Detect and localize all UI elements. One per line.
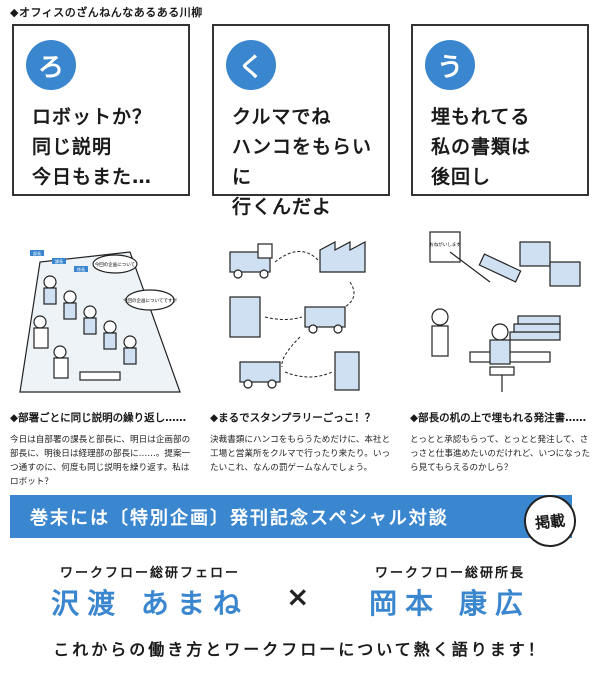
role-label: 課長 <box>55 258 63 264</box>
senryu-lines: クルマでね ハンコをもらいに 行くんだよ <box>232 102 388 222</box>
senryu-line: クルマでね <box>232 106 332 128</box>
illustration-repeated-explanation: 今回の企画について 今回の企画についてですが 部長 課長 係長 <box>19 250 181 393</box>
kana-badge: う <box>425 40 475 90</box>
role-label: 係長 <box>77 266 85 272</box>
illustration-buried-documents: おねがいします <box>429 231 581 392</box>
guest-name: 岡本 康広 <box>369 587 531 620</box>
closing-message: これからの働き方とワークフローについて熱く語ります！ <box>53 640 547 659</box>
caption-title: ◆まるでスタンプラリーごっこ！？ <box>210 412 376 424</box>
kana-badge: ろ <box>26 40 76 90</box>
senryu-line: 後回し <box>431 166 492 188</box>
senryu-card-u: う 埋もれてる 私の書類は 後回し <box>411 24 589 196</box>
caption-title: ◆部署ごとに同じ説明の繰り返し…… <box>10 412 187 424</box>
senryu-line: 同じ説明 <box>32 136 113 158</box>
caption-stamp-rally: ◆まるでスタンプラリーごっこ！？ 決裁書類にハンコをもらうためだけに、本社と工場… <box>210 410 392 475</box>
speech-bubble-text: 今回の企画について <box>95 261 135 268</box>
special-feature-banner: 巻末には〔特別企画〕発刊記念スペシャル対談 <box>10 495 572 538</box>
caption-body: とっとと承認もらって、とっとと発注して、さっさと仕事進めたいのだけれど、いつにな… <box>410 435 591 473</box>
senryu-line: 今日もまた… <box>32 166 153 188</box>
caption-buried-documents: ◆部長の机の上で埋もれる発注書…… とっとと承認もらって、とっとと発注して、さっ… <box>410 410 592 475</box>
guest-name: 沢渡 あまね <box>51 587 249 620</box>
senryu-line: 行くんだよ <box>232 196 333 218</box>
speech-bubble-text: おねがいします <box>429 241 461 248</box>
senryu-line: ロボットか？ <box>32 106 153 128</box>
caption-repeated-explanation: ◆部署ごとに同じ説明の繰り返し…… 今日は自部署の課長と部長に、明日は企画部の部… <box>10 410 192 489</box>
kana-badge: く <box>226 40 276 90</box>
senryu-line: ハンコをもらいに <box>232 136 373 188</box>
senryu-lines: ロボットか？ 同じ説明 今日もまた… <box>32 102 152 192</box>
caption-title: ◆部長の机の上で埋もれる発注書…… <box>410 412 587 424</box>
senryu-line: 私の書類は <box>431 136 532 158</box>
speech-bubble-text: 今回の企画についてですが <box>123 297 177 304</box>
illustration-stamp-rally <box>229 241 366 391</box>
guest-role: ワークフロー総研フェロー <box>59 566 240 581</box>
caption-body: 今日は自部署の課長と部長に、明日は企画部の部長に、明後日は経理部の部長に……。提… <box>10 435 191 487</box>
page-heading: ◆オフィスのざんねんなあるある川柳 <box>10 6 203 19</box>
senryu-card-ro: ろ ロボットか？ 同じ説明 今日もまた… <box>12 24 190 196</box>
times-sign: × <box>286 580 310 613</box>
caption-body: 決裁書類にハンコをもらうためだけに、本社と工場と営業所をクルマで行ったり来たり。… <box>210 435 391 473</box>
senryu-card-ku: く クルマでね ハンコをもらいに 行くんだよ <box>212 24 390 218</box>
role-label: 部長 <box>33 250 41 256</box>
banner-text: 巻末には〔特別企画〕発刊記念スペシャル対談 <box>30 507 449 529</box>
guest-role: ワークフロー総研所長 <box>374 566 525 581</box>
senryu-line: 埋もれてる <box>431 106 531 128</box>
senryu-lines: 埋もれてる 私の書類は 後回し <box>431 102 531 192</box>
